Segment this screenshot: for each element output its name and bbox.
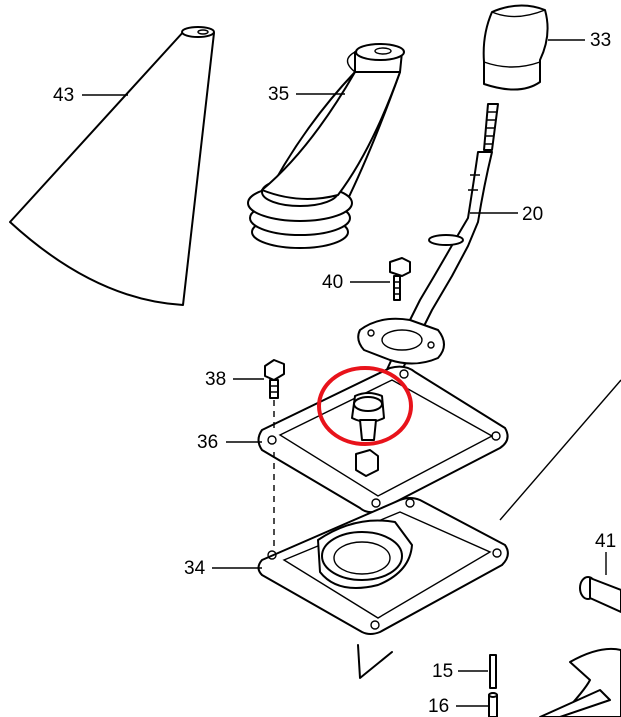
lever-flange-plate	[357, 317, 445, 365]
part-15-pin	[489, 654, 497, 689]
callout-40: 40	[322, 272, 344, 293]
part-35-inner-boot	[247, 43, 405, 249]
reference-line	[499, 379, 621, 521]
part-38-bolt	[264, 359, 285, 399]
part-33-shift-knob	[482, 4, 549, 91]
callout-36: 36	[197, 432, 219, 453]
callout-16: 16	[428, 696, 450, 717]
callout-43: 43	[53, 85, 75, 106]
part-16-pin	[488, 692, 498, 717]
callout-41: 41	[595, 531, 617, 552]
callout-33: 33	[590, 30, 612, 51]
part-41-pin	[579, 576, 621, 613]
part-43-cone-boot	[9, 26, 215, 306]
callout-34: 34	[184, 558, 206, 579]
callout-15: 15	[432, 661, 454, 682]
view-arrow	[357, 644, 393, 679]
callout-20: 20	[522, 204, 544, 225]
callout-35: 35	[268, 84, 290, 105]
lever-ball-joint	[351, 392, 385, 477]
leader-lines	[82, 39, 607, 707]
callout-38: 38	[205, 369, 227, 390]
partial-housing	[539, 647, 621, 717]
part-34-base-plate	[257, 497, 509, 635]
highlight-circle	[317, 366, 413, 446]
part-40-bolt	[389, 257, 411, 301]
